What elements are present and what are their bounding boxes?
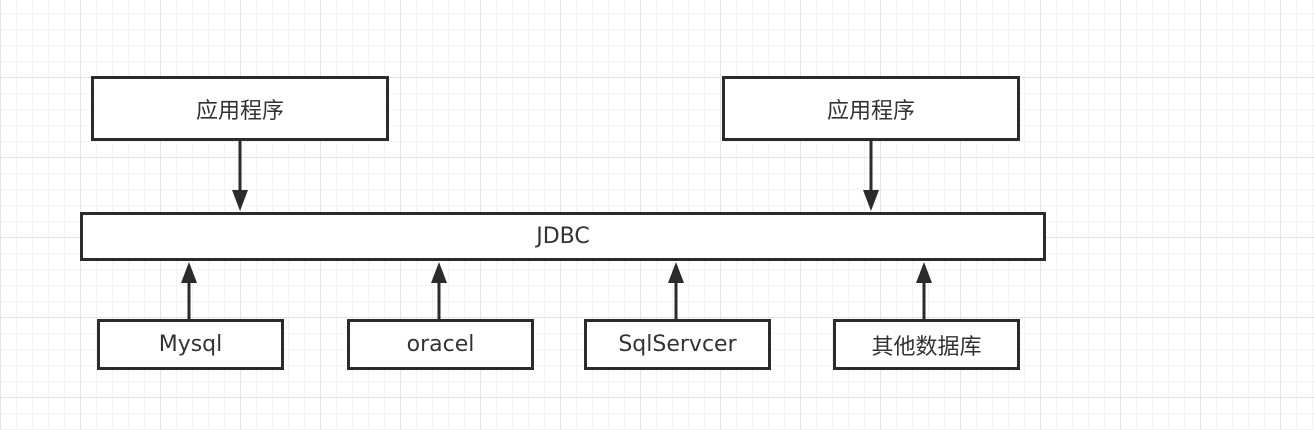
arrow-mysql-to-jdbc	[181, 262, 197, 319]
db-node-sqlservcer-label: SqlServcer	[618, 332, 737, 357]
db-node-oracel: oracel	[347, 319, 534, 370]
app-node-2: 应用程序	[722, 76, 1020, 141]
arrow-other-databases-to-jdbc	[916, 262, 932, 319]
db-node-oracel-label: oracel	[406, 332, 475, 357]
app-node-2-label: 应用程序	[826, 98, 915, 124]
app-node-1-label: 应用程序	[195, 98, 284, 124]
app-node-1: 应用程序	[91, 76, 389, 141]
arrow-app-2-to-jdbc	[863, 140, 879, 211]
db-node-sqlservcer: SqlServcer	[584, 319, 771, 370]
db-node-other-databases: 其他数据库	[833, 319, 1020, 370]
arrow-sqlservcer-to-jdbc	[668, 262, 684, 319]
db-node-other-databases-label: 其他数据库	[871, 334, 982, 360]
arrow-oracel-to-jdbc	[431, 262, 447, 319]
db-node-mysql: Mysql	[97, 319, 284, 370]
arrow-app-1-to-jdbc	[232, 140, 248, 211]
jdbc-label: JDBC	[536, 224, 590, 249]
db-node-mysql-label: Mysql	[158, 332, 223, 357]
jdbc-layer: JDBC	[80, 212, 1046, 261]
